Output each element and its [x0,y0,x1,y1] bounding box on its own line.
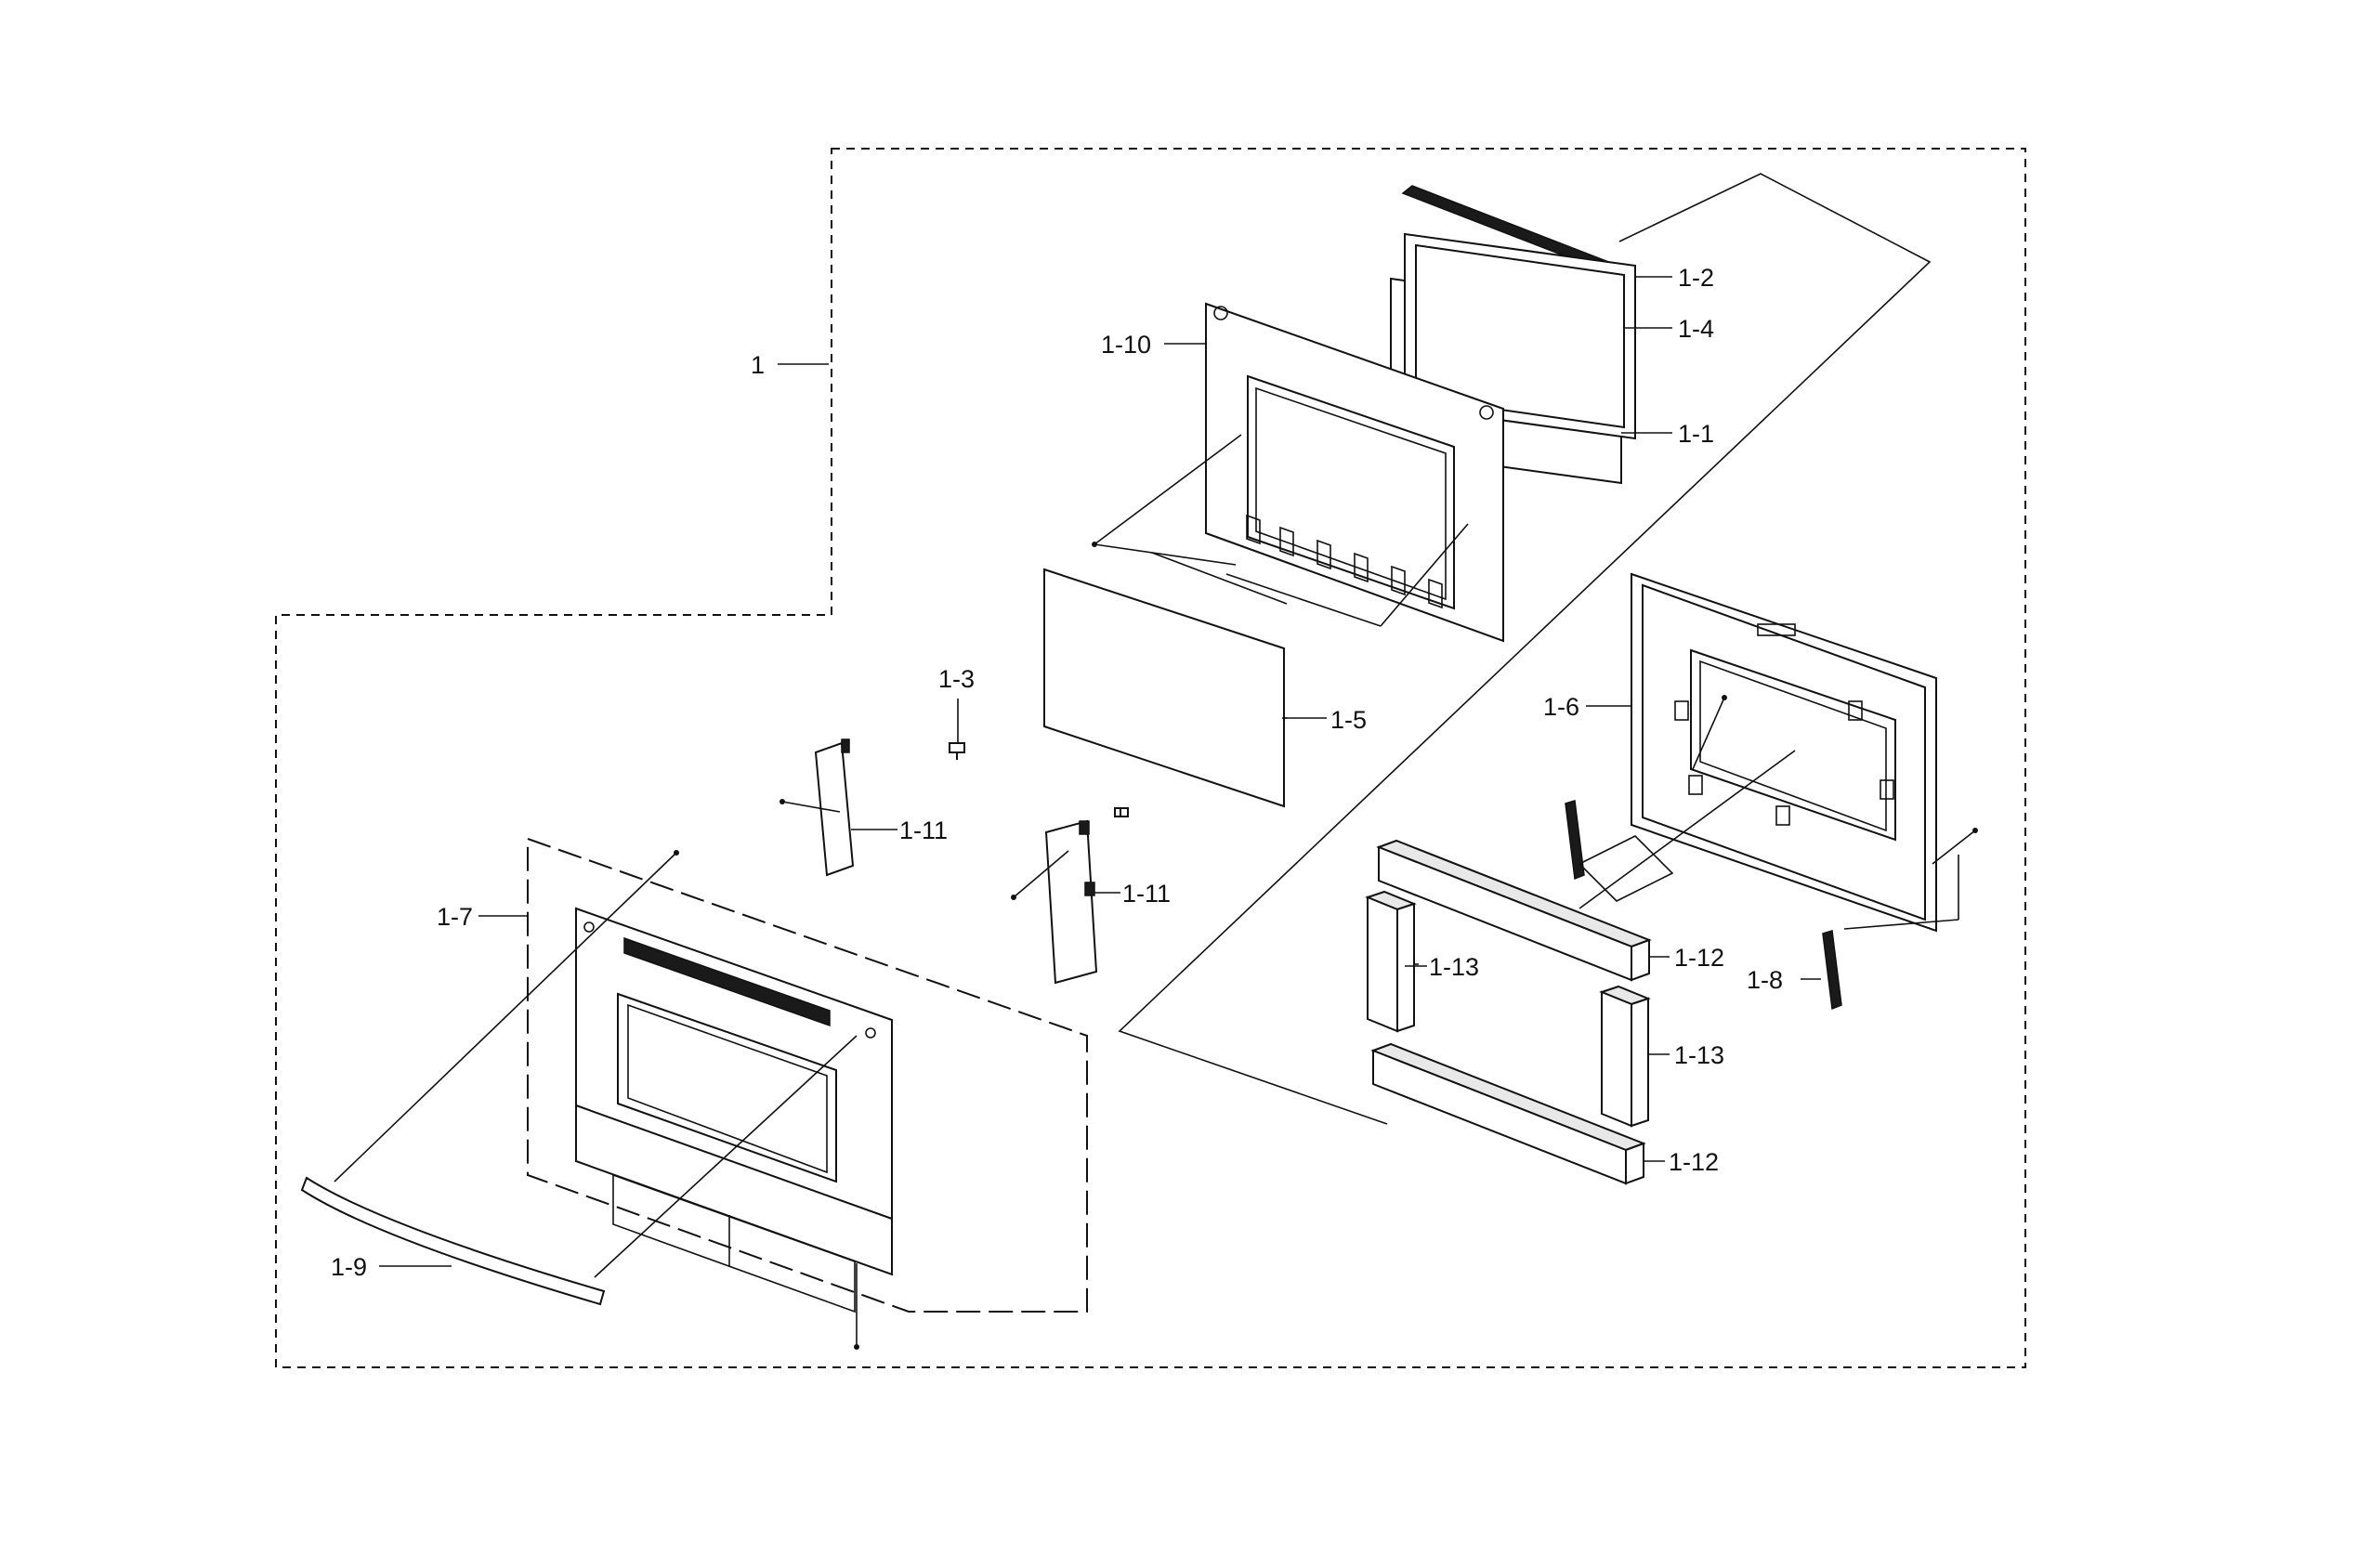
callout-1-7: 1-7 [437,903,473,931]
assembly-boundary [275,148,2026,1368]
part-screw [949,699,1129,817]
part-hinge-bracket-left [779,738,897,877]
callout-1-12-bottom: 1-12 [1669,1148,1719,1176]
part-insulation-set [1365,839,1670,1185]
callout-1-3: 1-3 [938,665,975,693]
callout-1-4: 1-4 [1678,315,1714,343]
rear-plane-outline [1118,173,1932,1125]
part-hinge-bracket-right [1011,819,1120,985]
leader-rear-panel [1578,750,1796,909]
callout-1-1: 1-1 [1678,420,1714,448]
callout-1-11-right: 1-11 [1122,880,1171,908]
callout-1-12-top: 1-12 [1674,944,1724,972]
callout-1-13-left: 1-13 [1429,953,1479,981]
part-rear-door-panel [1586,572,1937,933]
part-hinge-pins [1565,800,1978,1011]
callout-1-11-left: 1-11 [899,817,948,844]
callout-1-5: 1-5 [1330,706,1367,734]
callout-1: 1 [751,351,765,379]
outer-door-subassembly-outline [527,837,1088,1313]
part-outer-door-front [334,850,893,1350]
callout-1-13-right: 1-13 [1674,1041,1724,1069]
part-door-handle [300,1176,606,1306]
callout-1-10: 1-10 [1101,331,1151,359]
callout-1-8: 1-8 [1747,966,1783,994]
part-inner-door-frame [1164,302,1504,643]
part-inner-glass [1390,232,1672,485]
callout-1-9: 1-9 [331,1253,367,1281]
callout-1-2: 1-2 [1678,264,1714,292]
callout-1-6: 1-6 [1543,693,1579,721]
frame-screw-leaders [1092,434,1469,627]
part-glass-panel [1043,568,1287,808]
